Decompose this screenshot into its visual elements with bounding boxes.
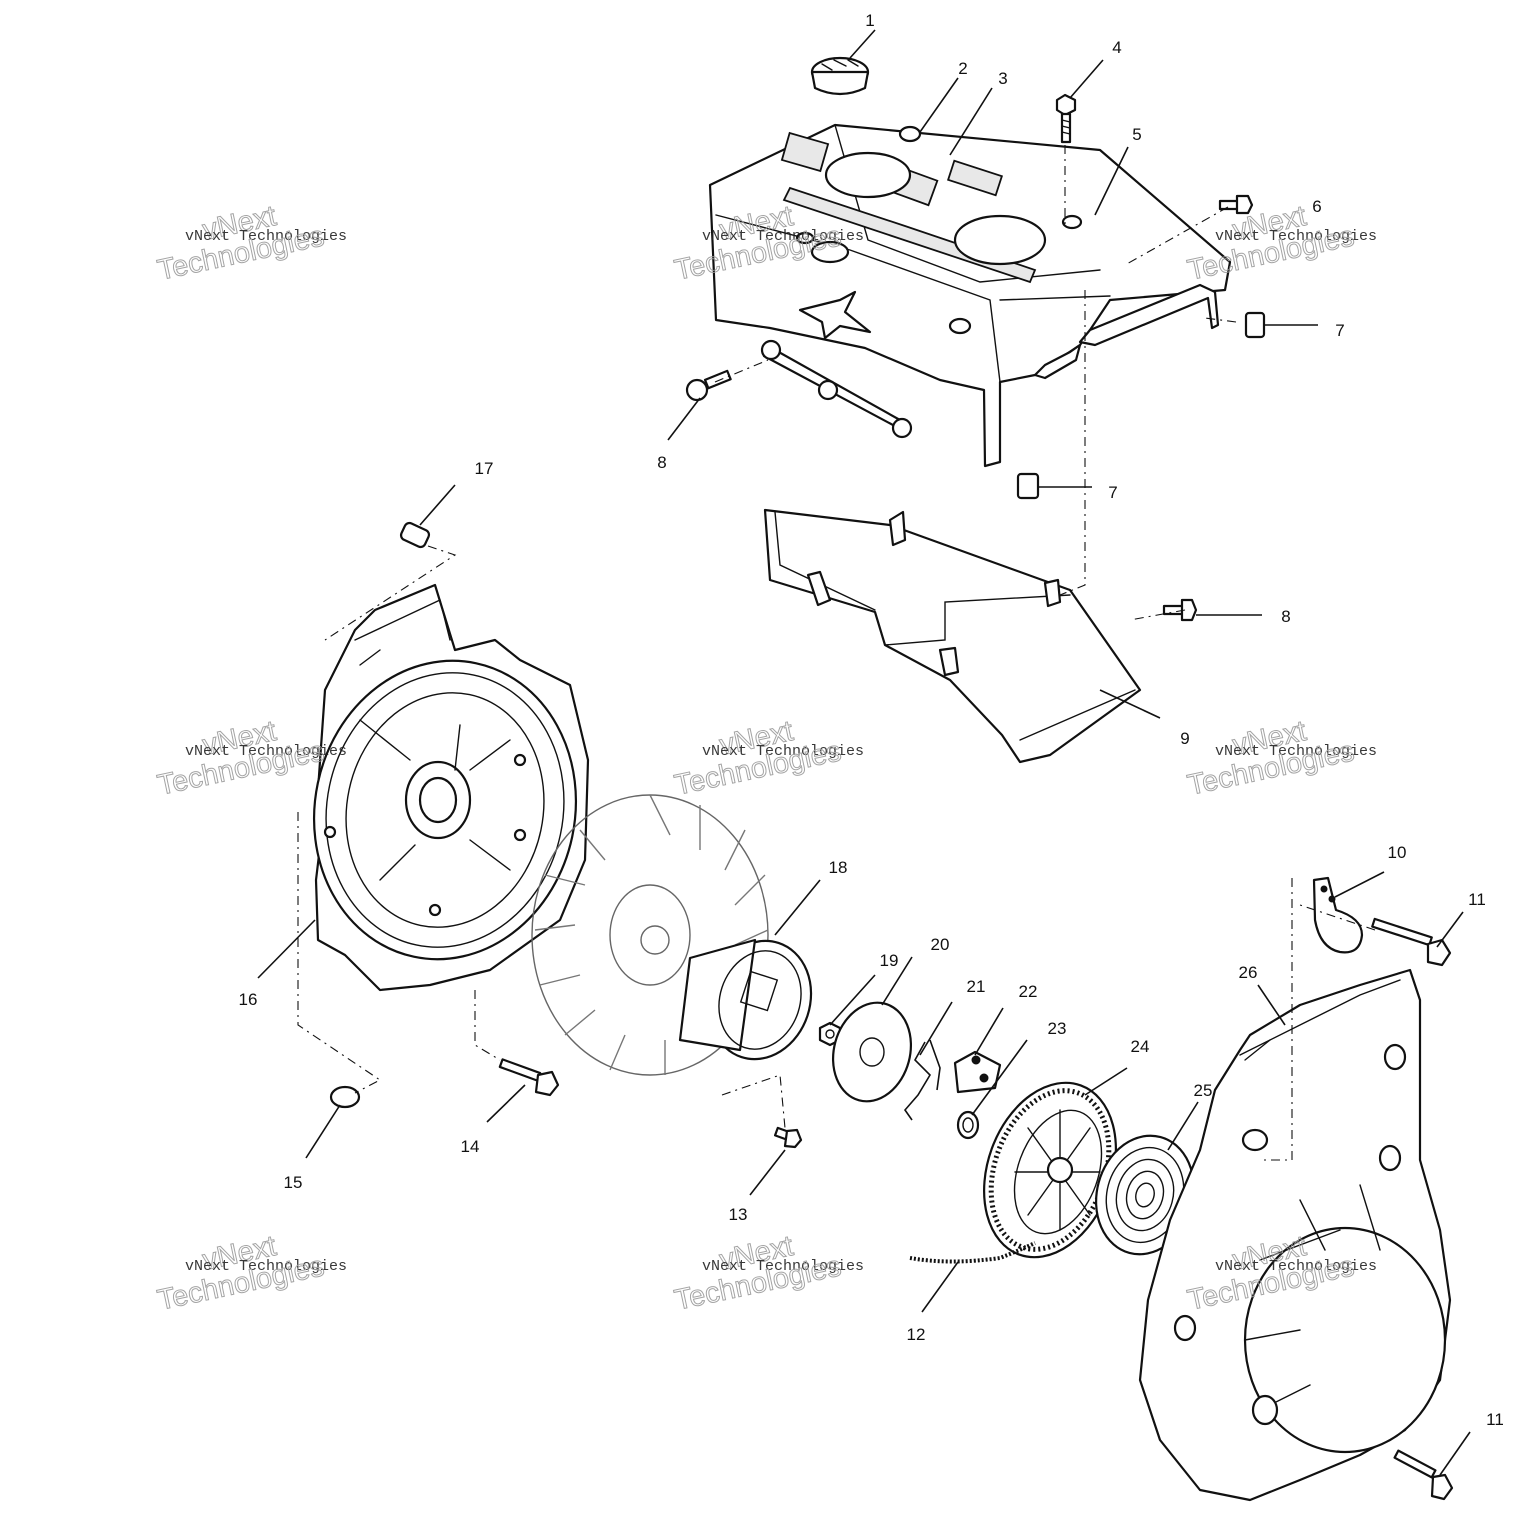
pawl	[953, 1050, 1002, 1094]
bolt-4	[1055, 93, 1077, 144]
watermark-line2: vNext Technologies	[185, 228, 347, 245]
bushing	[956, 1110, 980, 1140]
watermark-5: vNext vNext Technologies Technologies	[671, 715, 864, 803]
callout-5: 5	[1132, 125, 1141, 144]
starter-rope	[909, 1241, 1036, 1264]
callout-8b: 8	[1281, 607, 1290, 626]
recoil-housing	[1138, 968, 1452, 1502]
callout-21: 21	[967, 977, 986, 996]
leader-lines	[257, 29, 1471, 1476]
air-duct	[763, 508, 1142, 764]
callout-1: 1	[865, 11, 874, 30]
callout-22: 22	[1019, 982, 1038, 1001]
callout-numbers: 1 2 3 4 5 6 7 7 8 8 9 10 11 11 12 13 14 …	[239, 11, 1504, 1429]
clamp	[1312, 876, 1364, 954]
callout-23: 23	[1048, 1019, 1067, 1038]
watermark-line2: vNext Technologies	[702, 743, 864, 760]
clip-15	[329, 1085, 361, 1109]
watermark-line2: vNext Technologies	[1215, 228, 1377, 245]
watermark-1: vNext vNext Technologies Technologies	[154, 200, 347, 288]
callout-10: 10	[1388, 843, 1407, 862]
callout-8a: 8	[657, 453, 666, 472]
grommet-7-upper	[1244, 311, 1266, 339]
callout-11b: 11	[1486, 1410, 1504, 1429]
callout-13: 13	[729, 1205, 748, 1224]
watermark-6: vNext vNext Technologies Technologies	[1184, 715, 1377, 803]
upper-shroud	[708, 123, 1232, 468]
oil-cap	[810, 56, 870, 96]
alignment-lines	[297, 145, 1376, 1161]
watermark-line2: vNext Technologies	[702, 1258, 864, 1275]
callout-4: 4	[1112, 38, 1121, 57]
fan-housing	[312, 583, 590, 992]
callout-17: 17	[475, 459, 494, 478]
watermark-line2: vNext Technologies	[702, 228, 864, 245]
bolt-11-upper	[1371, 917, 1452, 967]
watermark-7: vNext vNext Technologies Technologies	[154, 1230, 347, 1318]
callout-20: 20	[931, 935, 950, 954]
watermark-line2: vNext Technologies	[185, 1258, 347, 1275]
bolt-8-upper	[685, 369, 732, 402]
grommet-7-lower	[1016, 472, 1040, 500]
watermark: vNext vNext Technologies Technologies vN…	[154, 200, 1377, 1318]
bolt-11-lower	[1393, 1449, 1454, 1501]
watermark-line2: vNext Technologies	[185, 743, 347, 760]
return-spring	[903, 1039, 941, 1121]
callout-12: 12	[907, 1325, 926, 1344]
callout-24: 24	[1131, 1037, 1150, 1056]
bolt-6	[1218, 194, 1254, 215]
callout-14: 14	[461, 1137, 480, 1156]
bolt-14	[498, 1058, 560, 1097]
callout-25: 25	[1194, 1081, 1213, 1100]
callout-19: 19	[880, 951, 899, 970]
callout-15: 15	[284, 1173, 303, 1192]
callout-26: 26	[1239, 963, 1258, 982]
flywheel-fan	[531, 794, 769, 1076]
friction-plate	[831, 1001, 913, 1103]
spacer-17	[399, 521, 431, 549]
callout-7a: 7	[1335, 321, 1344, 340]
callout-9: 9	[1180, 729, 1189, 748]
watermark-line2: vNext Technologies	[1215, 1258, 1377, 1275]
callout-11a: 11	[1468, 890, 1486, 909]
watermark-3: vNext vNext Technologies Technologies	[1184, 200, 1377, 288]
callout-7b: 7	[1108, 483, 1117, 502]
callout-18: 18	[829, 858, 848, 877]
callout-2: 2	[958, 59, 967, 78]
bolt-13	[773, 1126, 803, 1149]
watermark-2: vNext vNext Technologies Technologies	[671, 200, 864, 288]
watermark-line2: vNext Technologies	[1215, 743, 1377, 760]
bolt-8-lower	[1162, 598, 1198, 622]
callout-6: 6	[1312, 197, 1321, 216]
starter-cup	[678, 938, 813, 1061]
callout-16: 16	[239, 990, 258, 1009]
callout-3: 3	[998, 69, 1007, 88]
watermark-8: vNext vNext Technologies Technologies	[671, 1230, 864, 1318]
